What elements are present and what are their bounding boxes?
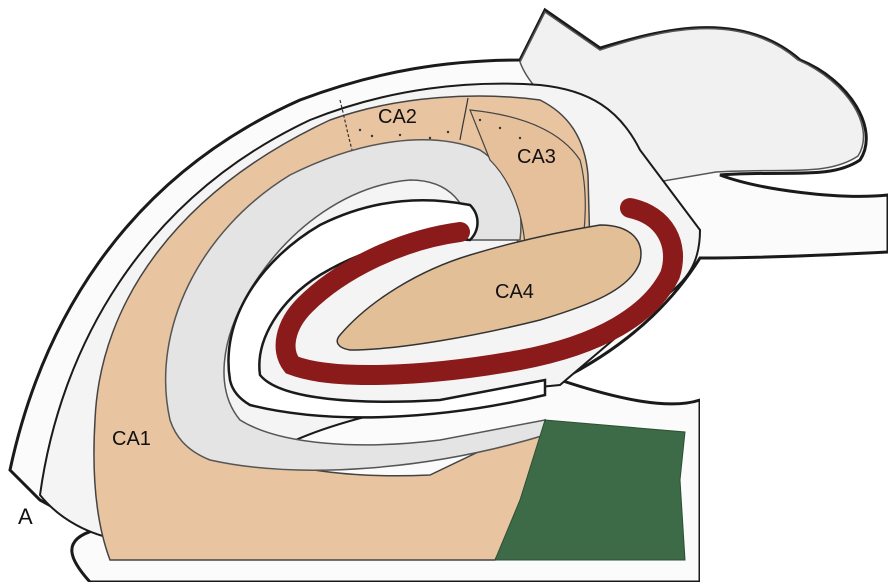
white-region — [700, 280, 888, 582]
ca4-label: CA4 — [495, 281, 534, 303]
ca3-label: CA3 — [517, 146, 556, 168]
ca1-label: CA1 — [112, 428, 151, 450]
ca2-label: CA2 — [378, 106, 417, 128]
panel-label: A — [18, 504, 33, 529]
